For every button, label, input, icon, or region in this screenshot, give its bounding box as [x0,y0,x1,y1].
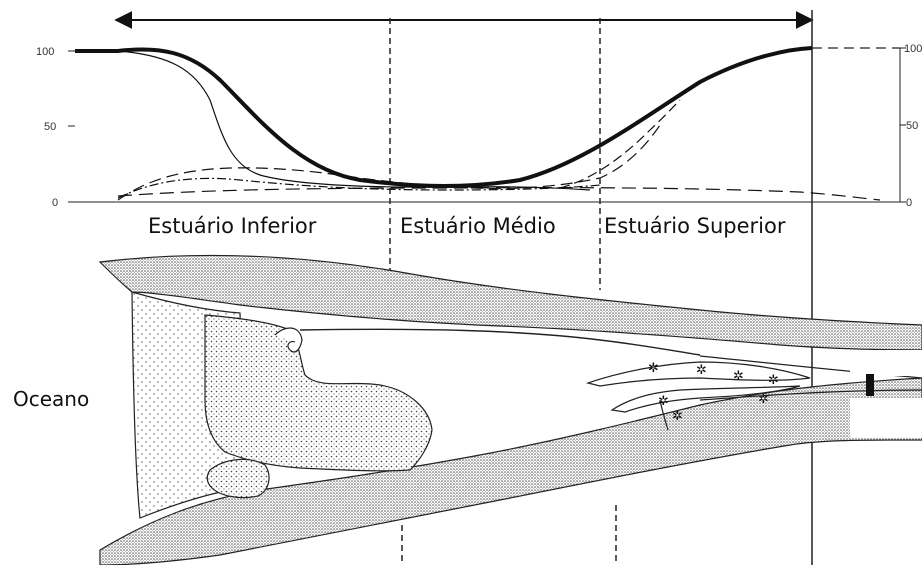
thin-curve [117,50,591,191]
tidal-barrier [866,374,874,396]
marsh-symbol: ✲ [758,392,769,407]
right-gap [850,350,922,376]
channel-outline [299,328,701,356]
zone-label-bg-middle [392,208,588,238]
marsh-symbol: ✲ [768,373,779,388]
right-axis-label-50: 50 [906,120,918,132]
marsh-symbol: ✲ [733,369,744,384]
dashed-hump-curve [117,124,661,201]
lower-bank [99,377,922,565]
dashed-rise-curve [559,99,681,189]
marsh-island-lower [610,385,801,413]
shoal-hook [274,327,303,353]
right-gap-lower [850,398,922,438]
dash-dot-curve [117,177,601,199]
river-channel-bottom [699,389,922,401]
marsh-island-upper [585,361,811,387]
zone-label-lower: Estuário Inferior [148,214,317,238]
ocean-label: Oceano [13,387,89,411]
small-shoal [206,458,270,499]
zone-label-upper: Estuário Superior [604,214,786,238]
left-axis-label-50: 50 [44,121,56,133]
left-axis-label-0: 0 [52,197,58,209]
marsh-symbol: ✲ [658,394,669,409]
marsh-symbol: ✲ [648,361,659,376]
marsh-symbol: ✲ [672,409,683,424]
dashed-low-curve [117,187,881,201]
right-axis-label-0: 0 [906,197,912,209]
central-shoal [204,314,433,472]
left-axis-label-100: 100 [36,46,54,58]
marsh-symbol: ✲ [696,363,707,378]
marsh-channel-edge [659,399,669,431]
zone-label-middle: Estuário Médio [400,214,556,238]
right-axis-label-100: 100 [904,43,922,55]
upper-bank [98,254,922,351]
thick-curve [75,46,813,188]
